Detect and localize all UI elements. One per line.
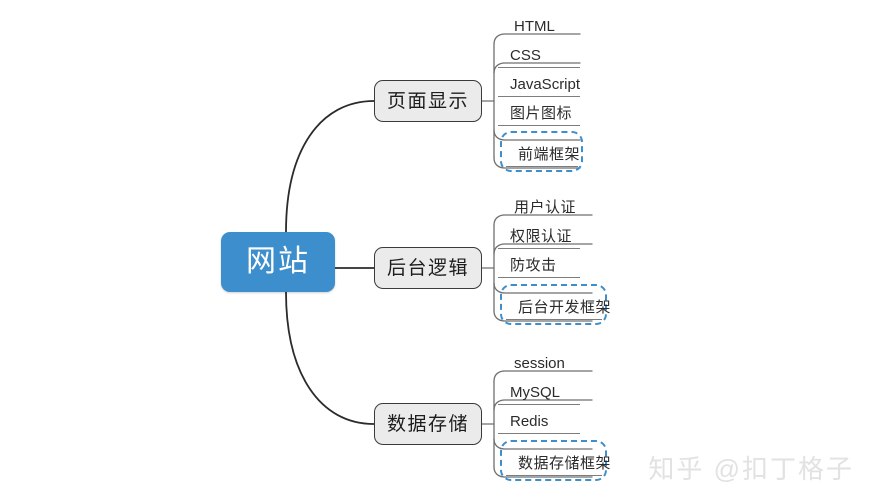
leaf-item[interactable]: CSS: [498, 38, 580, 68]
leaf-item[interactable]: 权限认证: [498, 219, 580, 249]
leaf-underline: [498, 277, 580, 278]
root-node-website[interactable]: 网站: [221, 232, 335, 292]
leaf-label: CSS: [510, 47, 541, 64]
leaf-underline: [498, 125, 580, 126]
leaf-item-highlighted[interactable]: 前端框架: [506, 137, 581, 167]
leaf-item[interactable]: 用户认证: [502, 190, 582, 220]
leaf-underline: [506, 166, 578, 167]
branch-node-backend-logic[interactable]: 后台逻辑: [374, 247, 482, 289]
leaf-item[interactable]: MySQL: [498, 375, 580, 405]
leaf-underline: [498, 96, 580, 97]
watermark: 知乎 @扣丁格子: [648, 454, 854, 484]
leaf-label: 用户认证: [514, 199, 577, 216]
leaf-label: 后台开发框架: [518, 299, 612, 316]
leaf-item-highlighted[interactable]: 后台开发框架: [506, 290, 611, 320]
leaf-underline: [506, 475, 602, 476]
leaf-label: session: [514, 355, 565, 372]
leaf-label: Redis: [510, 413, 549, 430]
branch-node-page-display[interactable]: 页面显示: [374, 80, 482, 122]
leaf-label: MySQL: [510, 384, 561, 401]
leaf-item-highlighted[interactable]: 数据存储框架: [506, 446, 611, 476]
leaf-item[interactable]: 图片图标: [498, 96, 580, 126]
branch-node-label: 数据存储: [386, 413, 469, 435]
leaf-label: JavaScript: [510, 76, 581, 93]
root-node-label: 网站: [246, 245, 310, 278]
branch-node-data-storage[interactable]: 数据存储: [374, 403, 482, 445]
leaf-underline: [498, 433, 580, 434]
leaf-item[interactable]: session: [502, 346, 582, 376]
leaf-label: HTML: [514, 18, 555, 35]
leaf-label: 图片图标: [510, 105, 573, 122]
branch-node-label: 页面显示: [386, 90, 469, 112]
leaf-underline: [506, 319, 602, 320]
leaf-item[interactable]: Redis: [498, 404, 580, 434]
branch-node-label: 后台逻辑: [386, 257, 469, 279]
leaf-item[interactable]: JavaScript: [498, 67, 580, 97]
leaf-item[interactable]: HTML: [502, 9, 588, 39]
leaf-label: 数据存储框架: [518, 455, 612, 472]
leaf-label: 防攻击: [510, 257, 557, 274]
leaf-label: 前端框架: [518, 146, 581, 163]
leaf-item[interactable]: 防攻击: [498, 248, 580, 278]
leaf-label: 权限认证: [510, 228, 573, 245]
